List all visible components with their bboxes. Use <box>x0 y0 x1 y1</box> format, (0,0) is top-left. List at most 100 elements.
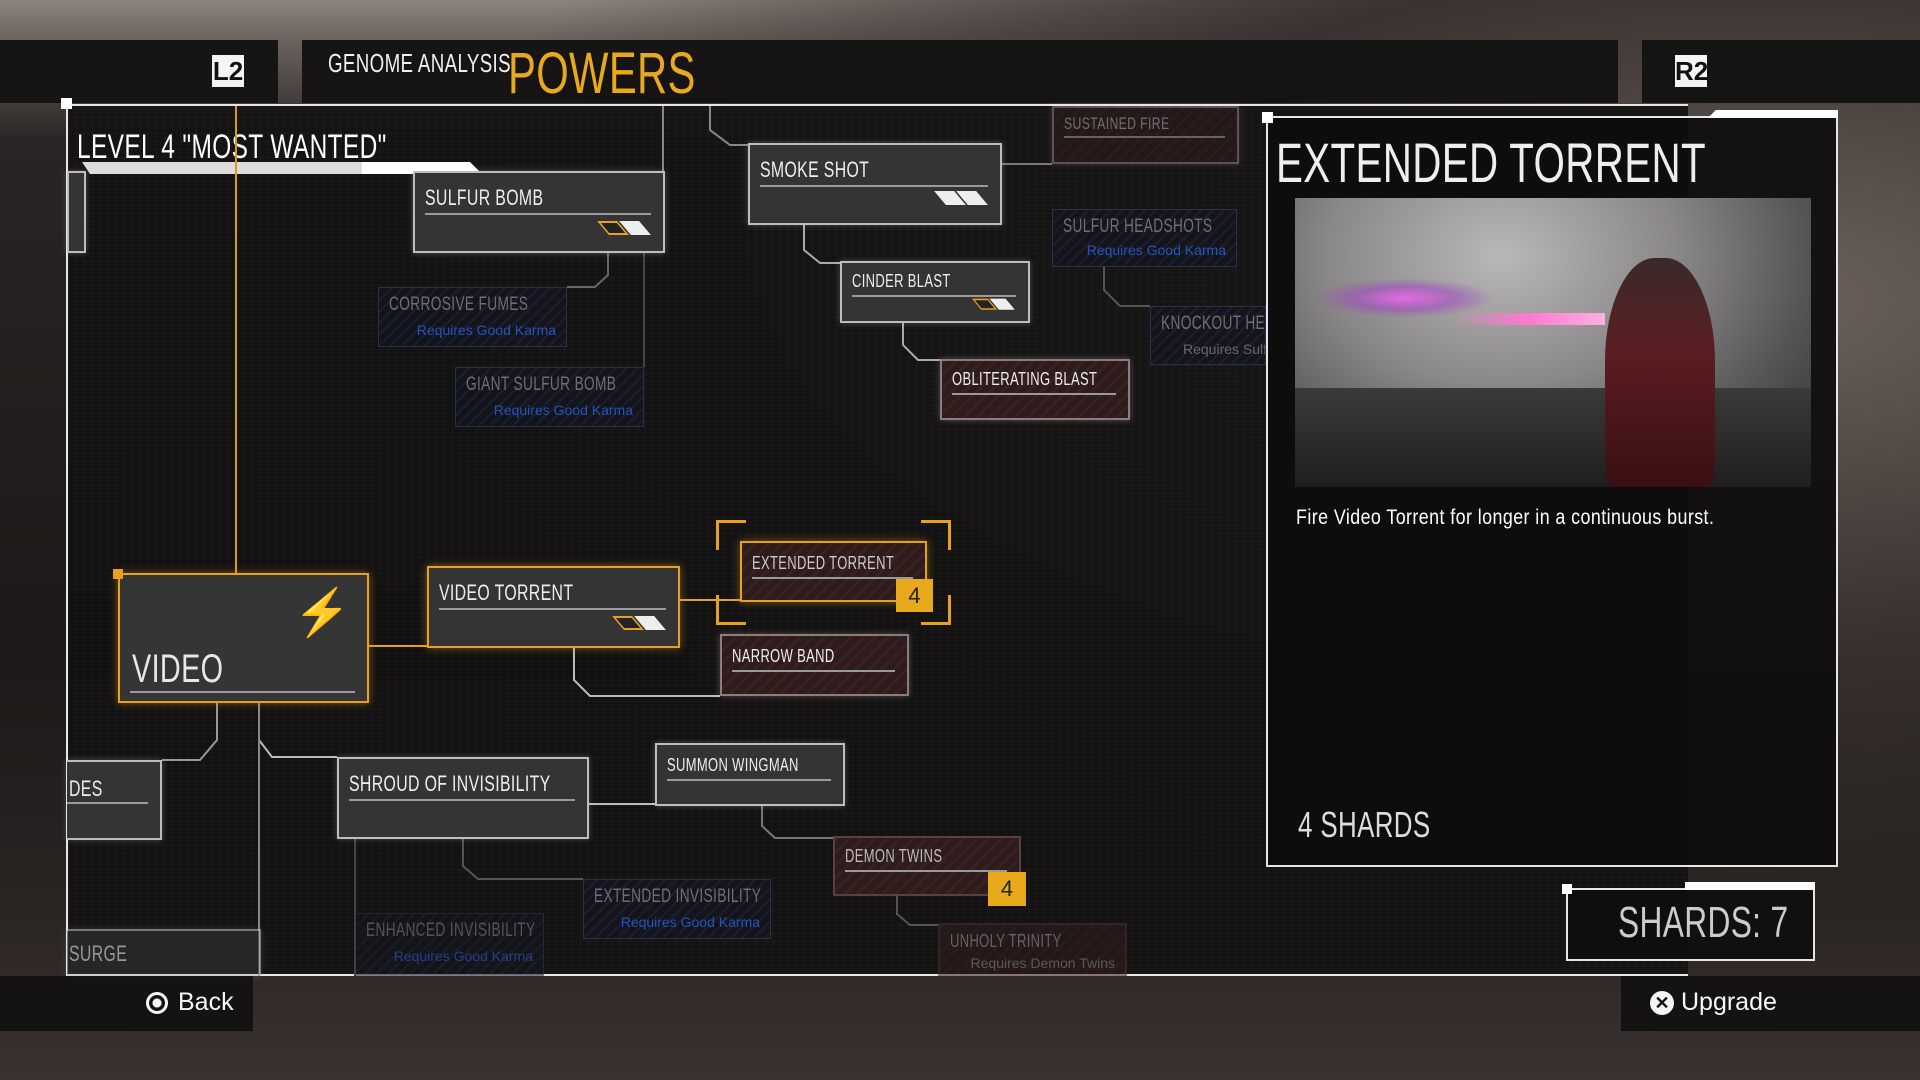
node-extended-torrent[interactable]: EXTENDED TORRENT <box>740 541 927 602</box>
requirement-text: Requires Good Karma <box>416 322 556 338</box>
node-shroud-of-invisibility[interactable]: SHROUD OF INVISIBILITY <box>337 757 589 839</box>
header-bar <box>302 40 1618 103</box>
requirement-text: Requires Demon Twins <box>970 955 1115 971</box>
node-summon-wingman[interactable]: SUMMON WINGMAN <box>655 743 845 806</box>
node-label: ENHANCED INVISIBILITY <box>366 920 536 941</box>
node-sulfur-bomb[interactable]: SULFUR BOMB <box>413 171 665 253</box>
connector <box>573 648 720 697</box>
connector <box>709 106 748 146</box>
upgrade-label: Upgrade <box>1681 988 1777 1016</box>
back-label: Back <box>178 988 234 1016</box>
connector <box>162 703 218 761</box>
requirement-text: Requires Good Karma <box>620 914 760 930</box>
node-unholy-trinity[interactable]: UNHOLY TRINITY Requires Demon Twins <box>938 923 1127 976</box>
selection-bracket <box>716 595 746 625</box>
node-label: SUSTAINED FIRE <box>1064 114 1170 133</box>
cost-value: 4 <box>908 583 921 608</box>
shards-label: SHARDS: 7 <box>1618 898 1789 947</box>
detail-panel: EXTENDED TORRENT Fire Video Torrent for … <box>1262 110 1838 867</box>
node-label: EXTENDED INVISIBILITY <box>594 886 762 907</box>
node-label: KNOCKOUT HEADS <box>1161 313 1266 334</box>
selection-bracket <box>921 520 951 550</box>
node-corrosive-fumes[interactable]: CORROSIVE FUMES Requires Good Karma <box>378 287 567 347</box>
level-progress-bar <box>82 162 482 174</box>
node-cinder-blast[interactable]: CINDER BLAST <box>840 261 1030 323</box>
node-sustained-fire[interactable]: SUSTAINED FIRE <box>1052 106 1239 164</box>
node-des-partial[interactable]: DES <box>67 760 162 840</box>
node-surge-partial[interactable]: SURGE <box>67 929 261 976</box>
connector <box>1103 267 1150 307</box>
panel-tab <box>1708 110 1838 118</box>
cost-badge: 4 <box>988 872 1026 906</box>
level-title: LEVEL 4 "MOST WANTED" <box>77 128 387 166</box>
shards-counter: SHARDS: 7 <box>1562 882 1815 961</box>
circle-button-icon <box>146 992 168 1014</box>
cost-badge: 4 <box>896 579 933 612</box>
page-title: POWERS <box>508 41 696 106</box>
node-label: VIDEO <box>132 647 224 691</box>
upgrade-pips <box>597 221 651 237</box>
node-label: SMOKE SHOT <box>760 157 870 182</box>
video-power-icon: ⚡ <box>293 586 351 638</box>
requirement-text: Requires Sulfu <box>1183 341 1266 357</box>
l2-button[interactable]: L2 <box>212 55 244 87</box>
node-video[interactable]: ⚡ VIDEO <box>118 573 369 703</box>
detail-cost: 4 SHARDS <box>1298 804 1431 845</box>
connector <box>803 225 840 264</box>
selection-bracket <box>921 595 951 625</box>
connector <box>567 253 609 288</box>
cost-value: 4 <box>1000 876 1014 901</box>
detail-description: Fire Video Torrent for longer in a conti… <box>1296 506 1715 529</box>
node-label: OBLITERATING BLAST <box>952 369 1098 389</box>
detail-title: EXTENDED TORRENT <box>1276 131 1706 194</box>
connector <box>258 703 337 758</box>
node-label: CINDER BLAST <box>852 271 951 291</box>
requirement-text: Requires Good Karma <box>393 948 533 964</box>
node-partial-left[interactable] <box>67 171 86 253</box>
node-demon-twins[interactable]: DEMON TWINS <box>833 836 1021 896</box>
node-obliterating-blast[interactable]: OBLITERATING BLAST <box>940 359 1130 420</box>
section-label[interactable]: GENOME ANALYSIS <box>328 48 511 78</box>
upgrade-button[interactable]: ✕ Upgrade <box>1621 976 1920 1031</box>
node-video-torrent[interactable]: VIDEO TORRENT <box>427 566 680 648</box>
node-label: EXTENDED TORRENT <box>752 553 895 573</box>
node-label: NARROW BAND <box>732 646 835 666</box>
node-label: SHROUD OF INVISIBILITY <box>349 771 551 796</box>
connector <box>896 896 938 926</box>
node-enhanced-invisibility[interactable]: ENHANCED INVISIBILITY Requires Good Karma <box>355 913 544 976</box>
node-narrow-band[interactable]: NARROW BAND <box>720 634 909 696</box>
node-label: UNHOLY TRINITY <box>950 931 1062 951</box>
node-anchor <box>113 569 123 579</box>
panel-corner <box>1262 112 1273 123</box>
node-label: GIANT SULFUR BOMB <box>466 374 617 395</box>
r2-label: R2 <box>1675 56 1709 86</box>
selection-bracket <box>716 520 746 550</box>
node-label: VIDEO TORRENT <box>439 580 574 605</box>
requirement-text: Requires Good Karma <box>1086 242 1226 258</box>
node-sulfur-headshots[interactable]: SULFUR HEADSHOTS Requires Good Karma <box>1052 209 1237 267</box>
requirement-text: Requires Good Karma <box>493 402 633 418</box>
power-preview-image <box>1295 198 1811 487</box>
connector <box>761 806 833 839</box>
l2-label: L2 <box>212 56 244 86</box>
node-extended-invisibility[interactable]: EXTENDED INVISIBILITY Requires Good Karma <box>583 879 771 939</box>
node-label: SULFUR HEADSHOTS <box>1063 216 1213 237</box>
connector <box>902 323 940 361</box>
node-smoke-shot[interactable]: SMOKE SHOT <box>748 143 1002 225</box>
frame-corner <box>61 98 72 109</box>
node-label: SUMMON WINGMAN <box>667 755 799 775</box>
node-label: CORROSIVE FUMES <box>389 294 529 315</box>
upgrade-pips <box>971 298 1015 312</box>
back-button[interactable]: Back <box>0 976 253 1031</box>
node-knockout-headshots[interactable]: KNOCKOUT HEADS Requires Sulfu <box>1150 306 1266 365</box>
upgrade-pips <box>612 616 666 632</box>
cross-button-icon: ✕ <box>1650 991 1674 1015</box>
node-label: DEMON TWINS <box>845 846 943 866</box>
node-label: DES <box>69 776 103 801</box>
node-giant-sulfur-bomb[interactable]: GIANT SULFUR BOMB Requires Good Karma <box>455 367 644 427</box>
connector <box>462 839 583 880</box>
r2-button[interactable]: R2 <box>1675 55 1709 87</box>
node-label: SURGE <box>69 941 128 966</box>
node-label: SULFUR BOMB <box>425 185 544 210</box>
upgrade-pips <box>934 191 988 207</box>
